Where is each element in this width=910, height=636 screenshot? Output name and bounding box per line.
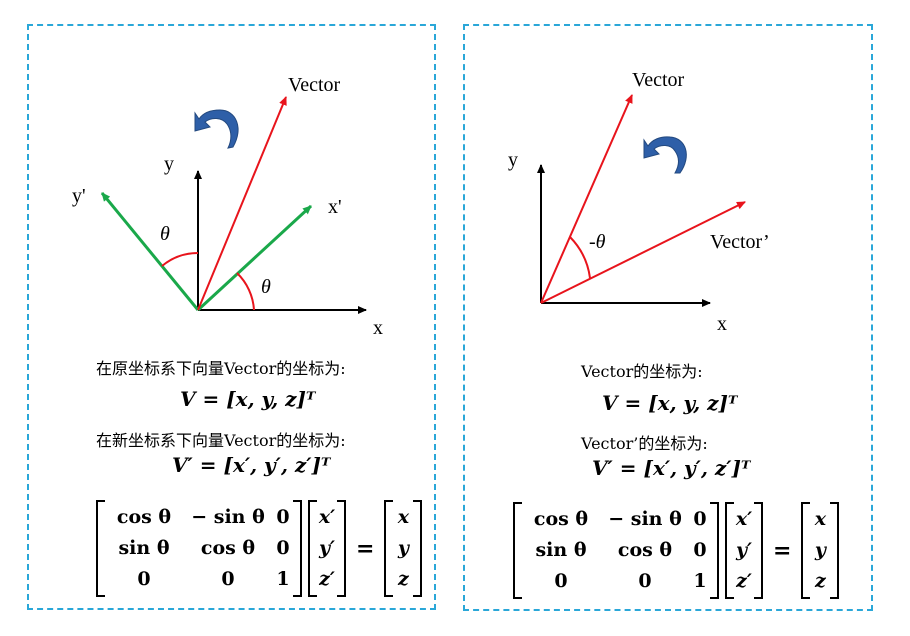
matrix-cell: 0 bbox=[221, 568, 235, 590]
right-y-label: y bbox=[508, 149, 518, 171]
matrix-cell: 1 bbox=[693, 570, 707, 592]
left-prime-vector: x′ y′ z′ bbox=[308, 500, 346, 597]
right-diagram: Vector y x Vector’ -θ bbox=[508, 69, 770, 335]
vector-entry: y bbox=[814, 539, 826, 561]
right-rotation-equation: cos θ − sin θ 0 sin θ cos θ 0 0 0 1 x′ y… bbox=[513, 502, 840, 599]
matrix-cell: cos θ bbox=[617, 539, 673, 561]
right-vector-prime-label: Vector’ bbox=[710, 231, 770, 253]
right-panel bbox=[463, 24, 873, 611]
vector-entry: y′ bbox=[735, 539, 753, 561]
vector-entry: y′ bbox=[318, 537, 336, 559]
right-prime-vector: x′ y′ z′ bbox=[725, 502, 763, 599]
right-neg-theta-arc bbox=[569, 236, 591, 279]
right-vector-arrow bbox=[540, 94, 633, 304]
vector-entry: z bbox=[398, 568, 409, 590]
vector-entry: z′ bbox=[736, 570, 752, 592]
vector-entry: x bbox=[397, 506, 410, 528]
left-caption-new: 在新坐标系下向量Vector的坐标为: bbox=[96, 431, 346, 450]
right-vector-prime-arrow bbox=[540, 201, 746, 304]
left-y-label: y bbox=[164, 153, 174, 175]
right-caption-original: Vector的坐标为: bbox=[581, 362, 703, 381]
vector-entry: x′ bbox=[318, 506, 336, 528]
matrix-cell: 0 bbox=[638, 570, 652, 592]
left-theta-arc-2 bbox=[236, 272, 255, 311]
matrix-cell: − sin θ bbox=[191, 506, 265, 528]
matrix-cell: cos θ bbox=[200, 537, 256, 559]
left-y-prime-axis bbox=[100, 192, 200, 311]
left-equation-original: V = [x, y, z]ᵀ bbox=[180, 387, 316, 411]
left-theta-label-1: θ bbox=[160, 223, 170, 245]
matrix-cell: 0 bbox=[693, 508, 707, 530]
matrix-cell: 0 bbox=[554, 570, 568, 592]
matrix-cell: 0 bbox=[693, 539, 707, 561]
matrix-cell: 0 bbox=[137, 568, 151, 590]
matrix-cell: 1 bbox=[276, 568, 290, 590]
matrix-cell: sin θ bbox=[118, 537, 170, 559]
equals-sign: = bbox=[356, 535, 375, 562]
left-rotation-equation: cos θ − sin θ 0 sin θ cos θ 0 0 0 1 x′ y… bbox=[96, 500, 423, 597]
left-vector-label: Vector bbox=[288, 74, 341, 96]
left-x-prime-axis bbox=[196, 204, 313, 312]
vector-entry: z bbox=[815, 570, 826, 592]
matrix-cell: 0 bbox=[276, 506, 290, 528]
left-diagram: Vector y x y' x' θ θ bbox=[72, 74, 383, 339]
right-neg-theta-label: -θ bbox=[589, 231, 606, 253]
left-rotation-arrow-icon bbox=[194, 109, 239, 149]
vector-entry: x′ bbox=[735, 508, 753, 530]
right-x-label: x bbox=[717, 313, 727, 335]
right-equation-original: V = [x, y, z]ᵀ bbox=[602, 391, 738, 415]
left-x-label: x bbox=[373, 317, 383, 339]
matrix-cell: 0 bbox=[276, 537, 290, 559]
left-theta-label-2: θ bbox=[261, 276, 271, 298]
vector-entry: z′ bbox=[319, 568, 335, 590]
left-y-prime-label: y' bbox=[72, 185, 86, 207]
right-rotation-matrix: cos θ − sin θ 0 sin θ cos θ 0 0 0 1 bbox=[513, 502, 719, 599]
left-x-prime-label: x' bbox=[328, 196, 342, 218]
right-equation-new: V′ = [x′, y′, z′]ᵀ bbox=[592, 456, 751, 480]
left-equation-new: V′ = [x′, y′, z′]ᵀ bbox=[172, 453, 331, 477]
left-rotation-matrix: cos θ − sin θ 0 sin θ cos θ 0 0 0 1 bbox=[96, 500, 302, 597]
equals-sign: = bbox=[773, 537, 792, 564]
left-panel bbox=[27, 24, 436, 610]
left-caption-original: 在原坐标系下向量Vector的坐标为: bbox=[96, 359, 346, 378]
right-vector-label: Vector bbox=[632, 69, 685, 91]
right-original-vector: x y z bbox=[801, 502, 840, 599]
left-theta-arc-1 bbox=[161, 251, 199, 267]
left-original-vector: x y z bbox=[384, 500, 423, 597]
left-vector-arrow bbox=[197, 96, 287, 311]
right-caption-new: Vector’的坐标为: bbox=[581, 434, 708, 453]
matrix-cell: sin θ bbox=[535, 539, 587, 561]
matrix-cell: cos θ bbox=[116, 506, 172, 528]
right-rotation-arrow-icon bbox=[643, 136, 687, 174]
vector-entry: y bbox=[397, 537, 409, 559]
matrix-cell: cos θ bbox=[533, 508, 589, 530]
matrix-cell: − sin θ bbox=[608, 508, 682, 530]
vector-entry: x bbox=[814, 508, 827, 530]
